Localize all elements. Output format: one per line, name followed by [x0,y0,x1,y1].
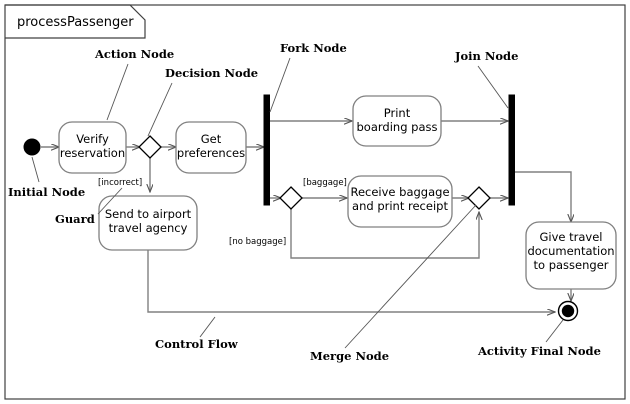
leader-decision-node [147,82,173,137]
decision-node[interactable] [138,135,162,159]
preferences-label-line1: Get [201,132,222,146]
annotation-control-flow: Control Flow [155,337,239,351]
flow-agency-to-final [147,250,555,312]
fork-node[interactable] [263,94,270,206]
action-node-receive-baggage[interactable]: Receive baggage and print receipt [347,175,453,228]
leader-guard [97,187,123,215]
action-node-give-travel-documentation[interactable]: Give travel documentation to passenger [525,221,617,290]
leader-join-node [477,65,509,109]
flow-no-baggage-to-merge [290,209,479,259]
guard-incorrect: [incorrect] [98,178,142,188]
leader-fork-node [269,57,291,113]
leader-merge-node [344,204,477,349]
annotation-guard: Guard [55,212,95,226]
preferences-label-line2: preferences [177,146,245,160]
annotation-decision-node: Decision Node [165,66,258,80]
annotation-action-node: Action Node [94,47,174,61]
agency-label-line2: travel agency [109,221,188,235]
merge-node[interactable] [467,186,491,210]
action-node-verify-reservation[interactable]: Verify reservation [58,121,127,174]
annotation-merge-node: Merge Node [310,349,389,363]
activity-final-node[interactable] [557,300,579,322]
givedocs-label-line2: documentation [527,244,614,258]
givedocs-label-line3: to passenger [534,258,609,272]
leader-action-node [106,63,129,121]
receive-label-line1: Receive baggage [350,185,449,199]
verify-label-line2: reservation [60,146,125,160]
leader-activity-final-node [545,319,564,343]
activity-frame [4,4,626,400]
annotation-initial-node: Initial Node [8,185,85,199]
activity-title: processPassenger [17,15,134,30]
leader-initial-node [31,156,40,183]
activity-name-tab [5,4,146,39]
verify-label-line1: Verify [76,132,109,146]
annotation-join-node: Join Node [454,49,518,63]
agency-label-line1: Send to airport [105,207,192,221]
print-label-line1: Print [384,106,411,120]
leader-control-flow [199,316,216,338]
print-label-line2: boarding pass [357,120,438,134]
receive-label-line2: and print receipt [352,199,448,213]
baggage-decision-node[interactable] [279,186,303,210]
flow-join-to-give-docs [515,171,571,222]
guard-baggage: [baggage] [303,178,347,188]
action-node-print-boarding-pass[interactable]: Print boarding pass [352,95,442,147]
givedocs-label-line1: Give travel [539,230,602,244]
join-node[interactable] [508,94,515,206]
annotation-fork-node: Fork Node [280,41,347,55]
guard-no-baggage: [no baggage] [229,237,286,247]
action-node-get-preferences[interactable]: Get preferences [175,121,247,174]
annotation-activity-final-node: Activity Final Node [477,344,601,358]
action-node-send-to-airport-travel-agency[interactable]: Send to airport travel agency [98,195,198,251]
initial-node[interactable] [23,138,41,156]
